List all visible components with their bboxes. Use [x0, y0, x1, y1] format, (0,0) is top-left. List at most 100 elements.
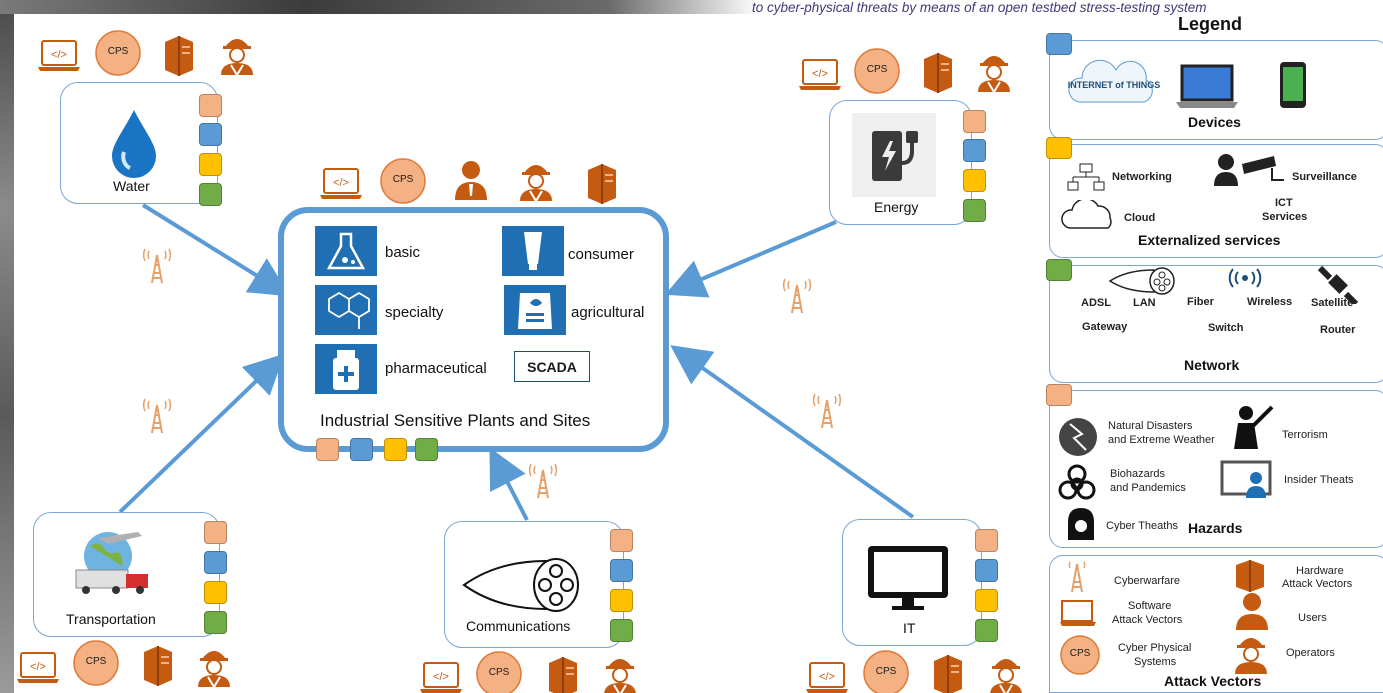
legend-network-box [1049, 265, 1383, 383]
legend-cps-2: Systems [1134, 656, 1177, 668]
legend-natural-1: Natural Disasters [1108, 420, 1193, 432]
arrow-transportation [118, 353, 285, 514]
legend-heading: Legend [1178, 14, 1243, 34]
ev-charger-icon [852, 113, 936, 197]
fiber-bundle-icon [1108, 267, 1175, 295]
tower-icon [1068, 561, 1086, 593]
legend-square-yellow [1046, 137, 1072, 159]
insider-threat-icon [1220, 460, 1272, 498]
globe-disaster-icon [1059, 418, 1097, 456]
user-icon [455, 161, 487, 200]
legend-square-blue [1046, 33, 1072, 55]
terrorist-icon [1234, 405, 1274, 449]
legend-cyber-threats: Cyber Theaths [1106, 520, 1178, 532]
legend-wireless: Wireless [1247, 296, 1293, 308]
legend-square-blue [963, 139, 986, 162]
background-photo-strip [0, 0, 14, 693]
laptop-code-icon [798, 59, 842, 91]
node-transportation-label: Transportation [66, 611, 156, 627]
legend-square-blue [204, 551, 227, 574]
cps-badge-text: CPS [392, 174, 414, 185]
legend-networking: Networking [1112, 171, 1172, 183]
tube-icon [502, 226, 564, 276]
biohazard-icon [1058, 464, 1096, 500]
legend-operators: Operators [1286, 647, 1335, 659]
laptop-code-icon [419, 662, 463, 693]
legend-square-blue [350, 438, 373, 461]
legend-square-salmon [199, 94, 222, 117]
central-title: Industrial Sensitive Plants and Sites [320, 411, 591, 430]
smartphone-icon [1280, 62, 1306, 108]
legend-surveillance: Surveillance [1292, 171, 1357, 183]
arrow-energy [664, 220, 837, 298]
legend-users: Users [1298, 612, 1327, 624]
industry-label-specialty: specialty [385, 304, 444, 321]
legend-bio-2: and Pandemics [1110, 482, 1186, 494]
user-icon [1236, 593, 1268, 630]
legend-devices-title: Devices [1188, 114, 1241, 130]
legend-square-green [1046, 259, 1072, 281]
legend-square-salmon [1046, 384, 1072, 406]
cps-badge-text: CPS [866, 64, 888, 75]
cps-badge-icon [380, 158, 426, 204]
server-icon [164, 35, 194, 77]
legend-square-green [415, 438, 438, 461]
legend-insider: Insider Theats [1284, 474, 1354, 486]
water-drop-icon [112, 110, 156, 178]
arrow-water [141, 203, 291, 297]
worker-icon [220, 38, 254, 76]
laptop-device-icon [1176, 64, 1238, 108]
legend-sw-1: Software [1128, 600, 1172, 612]
legend-services-box [1049, 144, 1383, 258]
legend-square-salmon [316, 438, 339, 461]
legend-square-green [975, 619, 998, 642]
legend-services-title: Externalized services [1138, 232, 1281, 248]
legend-cyberwarfare: Cyberwarfare [1114, 575, 1181, 587]
worker-icon [977, 55, 1011, 93]
legend-lan: LAN [1133, 297, 1156, 309]
worker-icon [197, 650, 231, 688]
server-icon [587, 163, 617, 205]
legend-cps-1: Cyber Physical [1118, 642, 1192, 654]
fiber-cable-icon [462, 558, 579, 612]
legend-hw-2: Attack Vectors [1282, 578, 1353, 590]
node-energy-label: Energy [874, 199, 919, 215]
cps-badge-text: CPS [85, 656, 107, 667]
cps-badge-icon [1060, 635, 1100, 675]
legend-attack-title: Attack Vectors [1164, 673, 1262, 689]
fertilizer-bag-icon [504, 285, 566, 335]
cps-badge-icon [95, 30, 141, 76]
wireless-signal-icon [1228, 268, 1262, 288]
legend-square-salmon [963, 110, 986, 133]
legend-square-yellow [204, 581, 227, 604]
laptop-code-icon [319, 168, 363, 200]
node-communications-label: Communications [466, 618, 571, 634]
transportation-icon [75, 532, 148, 594]
server-icon [933, 654, 963, 693]
worker-icon [519, 164, 553, 202]
legend-square-green [963, 199, 986, 222]
legend-square-green [204, 611, 227, 634]
legend-square-blue [199, 123, 222, 146]
cps-badge-text: CPS [107, 46, 129, 57]
legend-square-yellow [199, 153, 222, 176]
legend-router: Router [1320, 324, 1356, 336]
iot-cloud-icon: INTERNET of THINGS [1068, 59, 1161, 103]
flask-icon [315, 226, 377, 276]
legend-satellite: Satellite [1311, 297, 1354, 309]
cps-badge-icon [73, 640, 119, 686]
monitor-icon [868, 546, 948, 610]
arrow-it [670, 345, 915, 519]
molecule-icon [315, 285, 377, 335]
iot-logo-text: INTERNET of THINGS [1068, 80, 1161, 90]
cps-badge-icon [476, 651, 522, 693]
legend-square-yellow [384, 438, 407, 461]
legend-ict: ICT [1275, 197, 1293, 209]
industry-label-consumer: consumer [568, 246, 634, 263]
legend-cloud: Cloud [1124, 212, 1156, 224]
legend-square-blue [610, 559, 633, 582]
scada-label: SCADA [514, 351, 590, 382]
cps-badge-text: CPS [1069, 648, 1091, 659]
legend-square-green [199, 183, 222, 206]
